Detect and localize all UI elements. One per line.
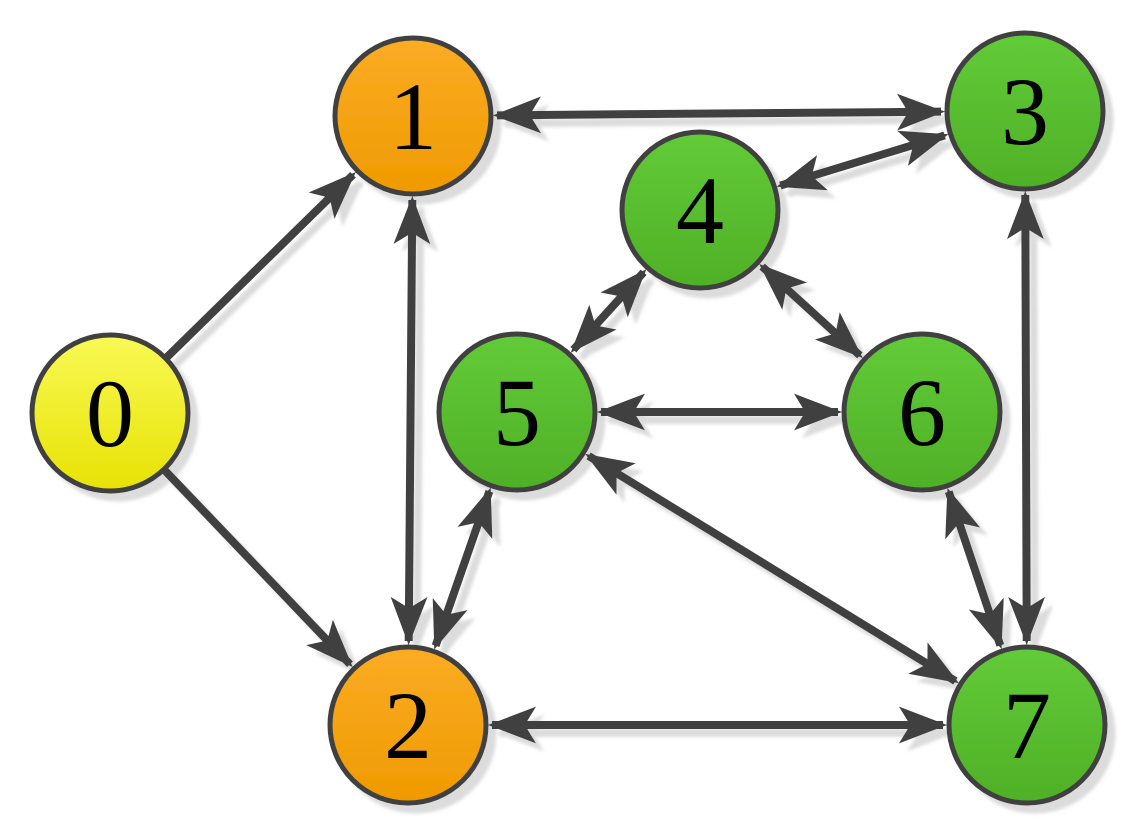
node-circle-5: [436, 331, 598, 493]
graph-edge-2-5: [431, 487, 494, 650]
node-circle-1: [332, 35, 494, 197]
graph-node-5: 5: [436, 331, 598, 493]
graph-node-3: 3: [944, 30, 1106, 192]
graph-edge-4-5: [570, 269, 647, 353]
node-label-0: 0: [86, 360, 134, 467]
graph-edge-5-7: [585, 452, 959, 685]
node-circle-7: [946, 644, 1108, 806]
graph-edge-4-6: [759, 263, 863, 359]
node-label-2: 2: [384, 672, 432, 779]
node-circle-2: [327, 644, 489, 806]
node-label-3: 3: [1001, 58, 1049, 165]
nodes-layer: 0 1 2 3 4 5 6 7: [29, 30, 1108, 806]
node-circle-0: [29, 332, 191, 494]
node-label-1: 1: [389, 63, 437, 170]
graph-node-7: 7: [946, 644, 1108, 806]
node-circle-3: [944, 30, 1106, 192]
node-circle-4: [619, 129, 781, 291]
node-label-4: 4: [676, 157, 724, 264]
graph-node-4: 4: [619, 129, 781, 291]
graph-edge-3-7: [1007, 190, 1045, 646]
node-label-6: 6: [898, 359, 946, 466]
node-label-5: 5: [493, 359, 541, 466]
graph-edge-0-1: [164, 171, 356, 360]
graph-node-0: 0: [29, 332, 191, 494]
graph-edge-3-4: [776, 130, 949, 191]
graph-edge-0-2: [162, 468, 353, 668]
graph-node-6: 6: [841, 331, 1003, 493]
graph-edge-1-2: [390, 195, 431, 646]
graph-edge-6-7: [944, 487, 1005, 650]
edges-layer: [162, 93, 1045, 744]
node-circle-6: [841, 331, 1003, 493]
graph-node-1: 1: [332, 35, 494, 197]
node-label-7: 7: [1003, 672, 1051, 779]
graph-edge-1-3: [492, 93, 946, 134]
graph-node-2: 2: [327, 644, 489, 806]
